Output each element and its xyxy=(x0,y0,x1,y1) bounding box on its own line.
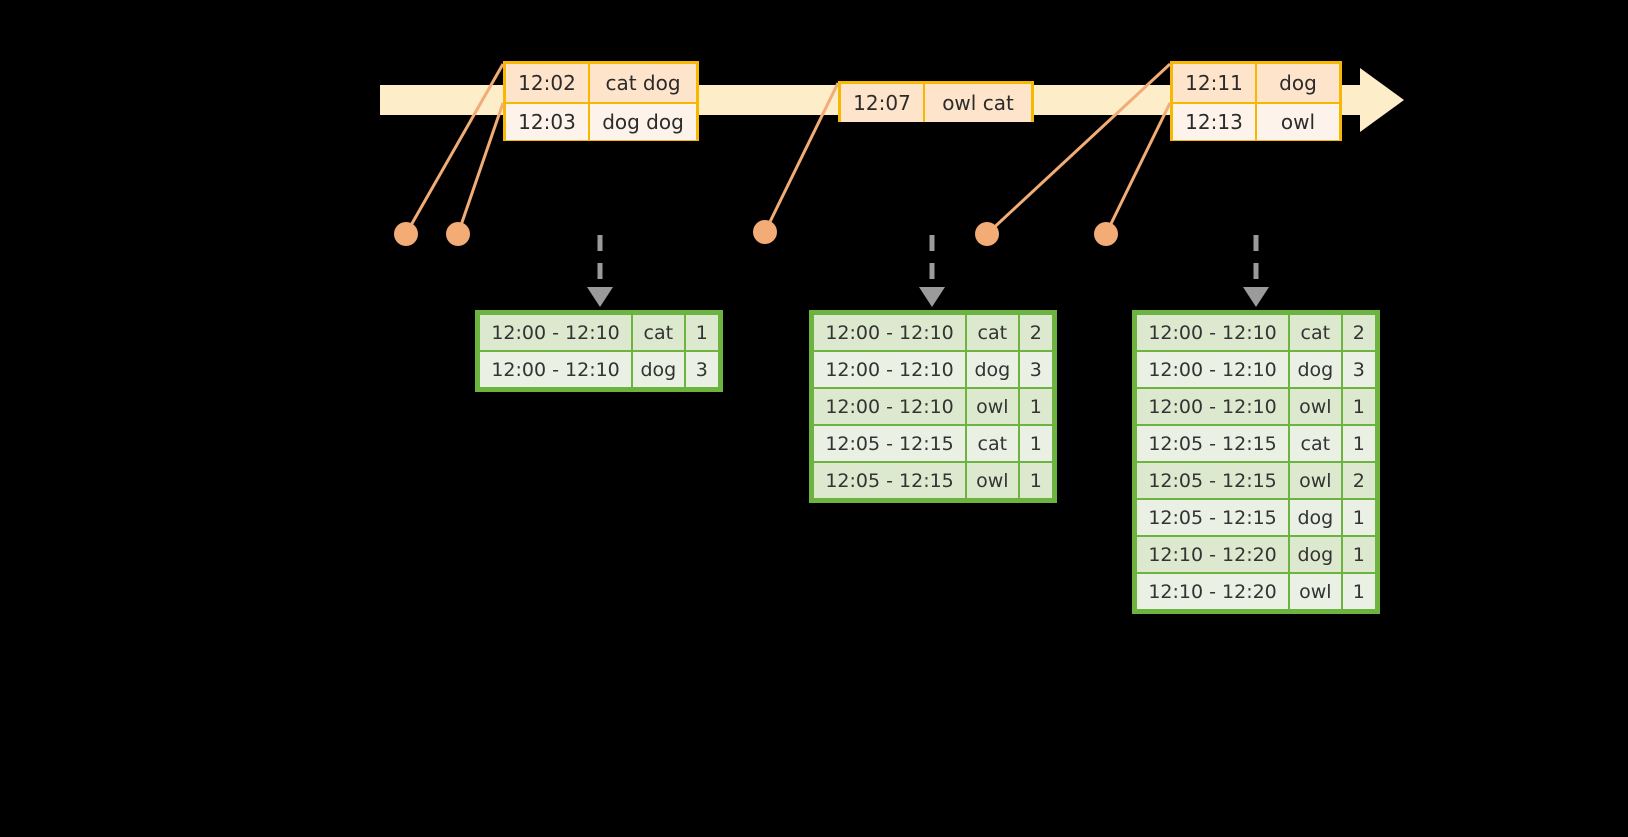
event-words: dog xyxy=(1257,64,1339,102)
count-cell: 1 xyxy=(1342,574,1375,609)
event-time: 12:02 xyxy=(506,64,590,102)
event-row: 12:07 owl cat xyxy=(841,84,1031,122)
event-row: 12:13 owl xyxy=(1173,102,1339,140)
event-time: 12:07 xyxy=(841,84,925,122)
word-cell: owl xyxy=(1290,389,1341,424)
event-group-2: 12:07 owl cat xyxy=(838,81,1034,122)
timeline-arrow-head-icon xyxy=(1360,68,1404,132)
count-cell: 1 xyxy=(685,315,718,350)
count-cell: 1 xyxy=(1342,500,1375,535)
window-cell: 12:00 - 12:10 xyxy=(480,315,632,350)
count-cell: 3 xyxy=(1342,352,1375,387)
count-cell: 2 xyxy=(1019,315,1052,350)
event-group-1: 12:02 cat dog 12:03 dog dog xyxy=(503,61,699,141)
window-cell: 12:10 - 12:20 xyxy=(1137,537,1289,572)
word-cell: cat xyxy=(1290,315,1341,350)
window-cell: 12:10 - 12:20 xyxy=(1137,574,1289,609)
event-row: 12:11 dog xyxy=(1173,64,1339,102)
word-cell: cat xyxy=(967,315,1018,350)
flow-arrow-3-head-icon xyxy=(1243,287,1269,307)
event-dot-5 xyxy=(1094,222,1118,246)
window-cell: 12:00 - 12:10 xyxy=(480,352,632,387)
connector-line-2 xyxy=(456,102,505,235)
count-cell: 1 xyxy=(1342,537,1375,572)
word-cell: owl xyxy=(1290,574,1341,609)
event-dot-4 xyxy=(975,222,999,246)
window-cell: 12:00 - 12:10 xyxy=(1137,352,1289,387)
window-cell: 12:05 - 12:15 xyxy=(1137,426,1289,461)
event-dot-2 xyxy=(446,222,470,246)
count-cell: 1 xyxy=(1342,426,1375,461)
event-words: cat dog xyxy=(590,64,696,102)
event-dot-1 xyxy=(394,222,418,246)
event-time: 12:11 xyxy=(1173,64,1257,102)
window-cell: 12:00 - 12:10 xyxy=(814,389,966,424)
word-cell: dog xyxy=(1290,352,1341,387)
window-cell: 12:00 - 12:10 xyxy=(1137,389,1289,424)
event-words: owl cat xyxy=(925,84,1031,122)
word-cell: owl xyxy=(967,463,1018,498)
event-words: owl xyxy=(1257,104,1339,140)
event-row: 12:02 cat dog xyxy=(506,64,696,102)
event-dot-3 xyxy=(753,220,777,244)
window-cell: 12:05 - 12:15 xyxy=(1137,463,1289,498)
word-cell: owl xyxy=(1290,463,1341,498)
word-cell: cat xyxy=(1290,426,1341,461)
count-cell: 2 xyxy=(1342,463,1375,498)
window-cell: 12:05 - 12:15 xyxy=(814,426,966,461)
word-cell: dog xyxy=(633,352,684,387)
window-cell: 12:05 - 12:15 xyxy=(1137,500,1289,535)
window-cell: 12:00 - 12:10 xyxy=(814,315,966,350)
flow-arrow-2-head-icon xyxy=(919,287,945,307)
word-cell: cat xyxy=(967,426,1018,461)
connector-line-5 xyxy=(1104,102,1172,235)
count-cell: 1 xyxy=(1019,463,1052,498)
event-group-3: 12:11 dog 12:13 owl xyxy=(1170,61,1342,141)
word-cell: dog xyxy=(967,352,1018,387)
event-time: 12:03 xyxy=(506,104,590,140)
window-cell: 12:05 - 12:15 xyxy=(814,463,966,498)
count-cell: 1 xyxy=(1019,389,1052,424)
count-cell: 1 xyxy=(1342,389,1375,424)
event-words: dog dog xyxy=(590,104,696,140)
word-cell: owl xyxy=(967,389,1018,424)
event-row: 12:03 dog dog xyxy=(506,102,696,140)
word-cell: dog xyxy=(1290,500,1341,535)
count-cell: 2 xyxy=(1342,315,1375,350)
count-cell: 1 xyxy=(1019,426,1052,461)
word-cell: cat xyxy=(633,315,684,350)
flow-arrow-1-head-icon xyxy=(587,287,613,307)
word-cell: dog xyxy=(1290,537,1341,572)
window-cell: 12:00 - 12:10 xyxy=(1137,315,1289,350)
window-cell: 12:00 - 12:10 xyxy=(814,352,966,387)
count-cell: 3 xyxy=(685,352,718,387)
count-cell: 3 xyxy=(1019,352,1052,387)
event-time: 12:13 xyxy=(1173,104,1257,140)
